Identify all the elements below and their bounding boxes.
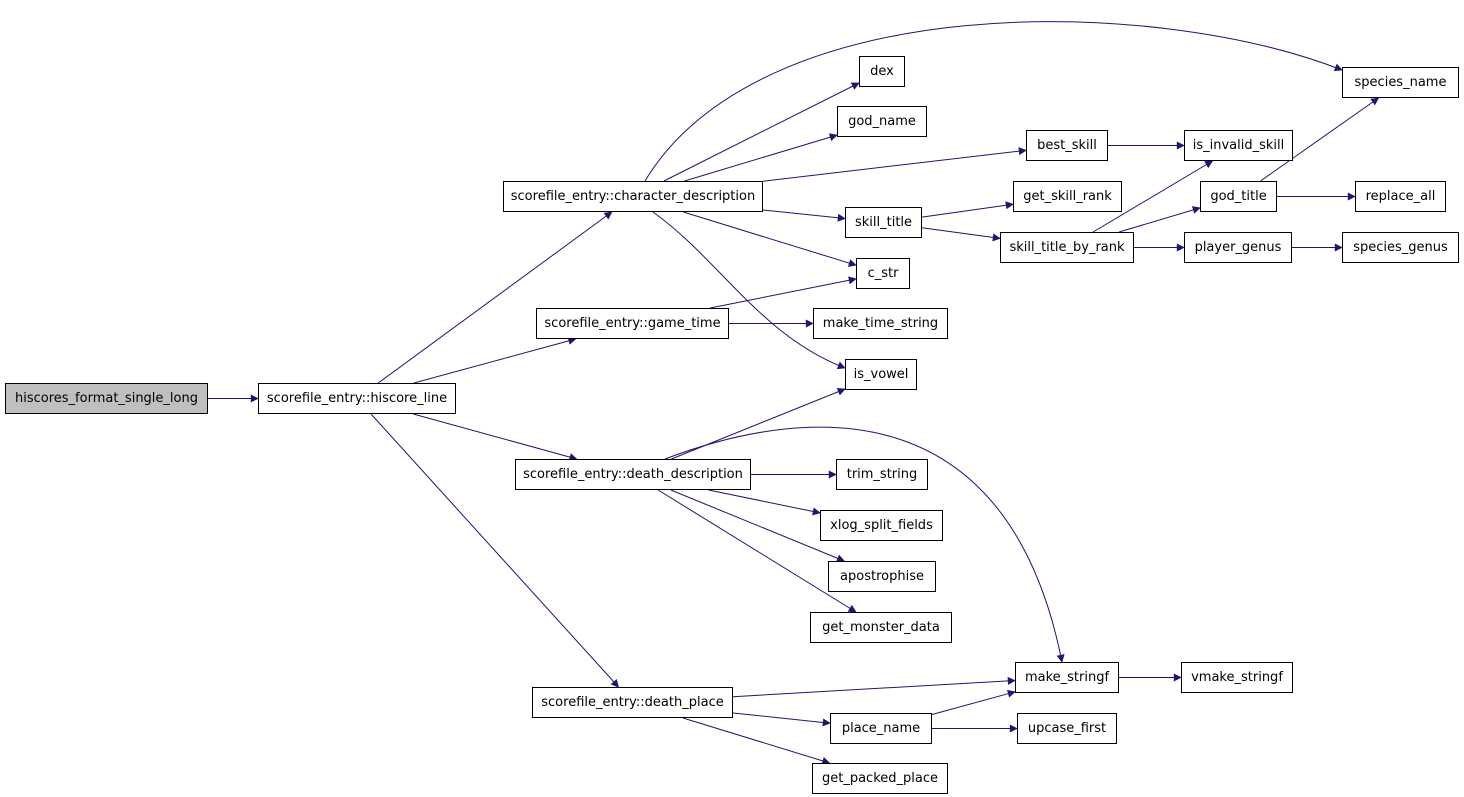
edge-hiscore-line-to-character-description [377,211,613,384]
node-label: c_str [867,266,899,281]
node-hiscore-line[interactable]: scorefile_entry::hiscore_line [258,383,456,414]
node-get-skill-rank[interactable]: get_skill_rank [1013,181,1122,212]
node-label: scorefile_entry::game_time [544,316,721,331]
node-hiscores-format-single-long: hiscores_format_single_long [5,383,208,414]
node-label: god_name [848,114,916,129]
node-label: best_skill [1037,138,1097,153]
node-label: xlog_split_fields [830,518,933,533]
edge-death-place-to-get-packed-place [682,717,831,765]
node-skill-title[interactable]: skill_title [845,207,922,238]
node-is-invalid-skill[interactable]: is_invalid_skill [1184,130,1293,161]
node-death-description[interactable]: scorefile_entry::death_description [515,459,751,490]
node-skill-title-by-rank[interactable]: skill_title_by_rank [1000,232,1134,263]
edge-god-title-to-species-name [1260,97,1380,182]
node-god-title[interactable]: god_title [1200,181,1277,212]
node-label: get_skill_rank [1023,189,1112,204]
node-label: species_genus [1353,240,1448,255]
edge-death-description-to-make-stringf [664,426,1065,663]
edge-character-description-to-dex [663,82,860,182]
node-is-vowel[interactable]: is_vowel [845,359,917,390]
node-make-time-string[interactable]: make_time_string [813,308,948,339]
edge-character-description-to-best-skill [762,147,1027,182]
node-character-description[interactable]: scorefile_entry::character_description [503,181,763,212]
edge-death-description-to-xlog-split-fields [708,489,821,516]
node-label: skill_title_by_rank [1009,240,1125,255]
node-label: dex [870,64,894,79]
edge-character-description-to-c-str [683,211,857,267]
edge-character-description-to-skill-title [762,209,846,222]
node-label: species_name [1354,75,1447,90]
edge-hiscore-line-to-game-time [413,337,577,384]
node-place-name[interactable]: place_name [830,713,932,744]
edge-hiscore-line-to-death-description [413,413,578,461]
node-label: god_title [1210,189,1267,204]
node-make-stringf[interactable]: make_stringf [1015,662,1119,693]
edge-skill-title-by-rank-to-god-title [1118,206,1201,233]
node-trim-string[interactable]: trim_string [836,459,928,490]
node-label: scorefile_entry::death_place [541,695,724,710]
node-get-packed-place[interactable]: get_packed_place [812,763,948,794]
node-label: apostrophise [840,569,924,584]
node-label: scorefile_entry::hiscore_line [266,391,448,406]
edge-death-description-to-get-monster-data [657,489,857,613]
node-xlog-split-fields[interactable]: xlog_split_fields [820,510,943,541]
node-game-time[interactable]: scorefile_entry::game_time [536,308,729,339]
edge-character-description-to-god-name [684,133,838,182]
node-species-name[interactable]: species_name [1342,67,1459,98]
node-best-skill[interactable]: best_skill [1026,130,1108,161]
node-label: get_monster_data [822,620,940,635]
node-god-name[interactable]: god_name [837,106,927,137]
node-label: scorefile_entry::character_description [510,189,756,204]
node-label: make_time_string [822,316,939,331]
edge-game-time-to-c-str [710,276,857,309]
edge-character-description-to-is-vowel [652,211,846,370]
node-player-genus[interactable]: player_genus [1184,232,1292,263]
edge-hiscore-line-to-death-place [370,413,620,688]
edge-death-place-to-make-stringf [732,676,1016,698]
edge-death-place-to-place-name [732,712,831,727]
node-apostrophise[interactable]: apostrophise [828,561,936,592]
node-label: vmake_stringf [1191,670,1283,685]
edge-death-description-to-apostrophise [670,489,845,562]
node-death-place[interactable]: scorefile_entry::death_place [532,687,733,718]
node-label: trim_string [846,467,918,482]
node-label: is_invalid_skill [1192,138,1285,153]
edge-death-description-to-is-vowel [671,387,846,460]
node-replace-all[interactable]: replace_all [1355,181,1446,212]
edge-skill-title-by-rank-to-is-invalid-skill [1092,160,1214,233]
node-label: upcase_first [1027,721,1107,736]
node-label: skill_title [854,215,913,230]
node-label: make_stringf [1024,670,1110,685]
node-upcase-first[interactable]: upcase_first [1017,713,1117,744]
edge-character-description-to-species-name [644,21,1343,182]
node-label: scorefile_entry::death_description [523,467,743,482]
node-vmake-stringf[interactable]: vmake_stringf [1181,662,1293,693]
node-label: place_name [841,721,921,736]
edge-skill-title-to-skill-title-by-rank [921,227,1001,242]
node-c-str[interactable]: c_str [856,258,910,289]
edge-place-name-to-make-stringf [931,689,1016,715]
node-label: replace_all [1365,189,1436,204]
node-label: hiscores_format_single_long [15,391,198,406]
node-label: is_vowel [853,367,909,382]
node-dex[interactable]: dex [859,56,905,87]
node-label: player_genus [1194,240,1282,255]
node-species-genus[interactable]: species_genus [1342,232,1459,263]
node-get-monster-data[interactable]: get_monster_data [810,612,952,643]
edge-skill-title-to-get-skill-rank [921,201,1014,218]
node-label: get_packed_place [821,771,938,786]
